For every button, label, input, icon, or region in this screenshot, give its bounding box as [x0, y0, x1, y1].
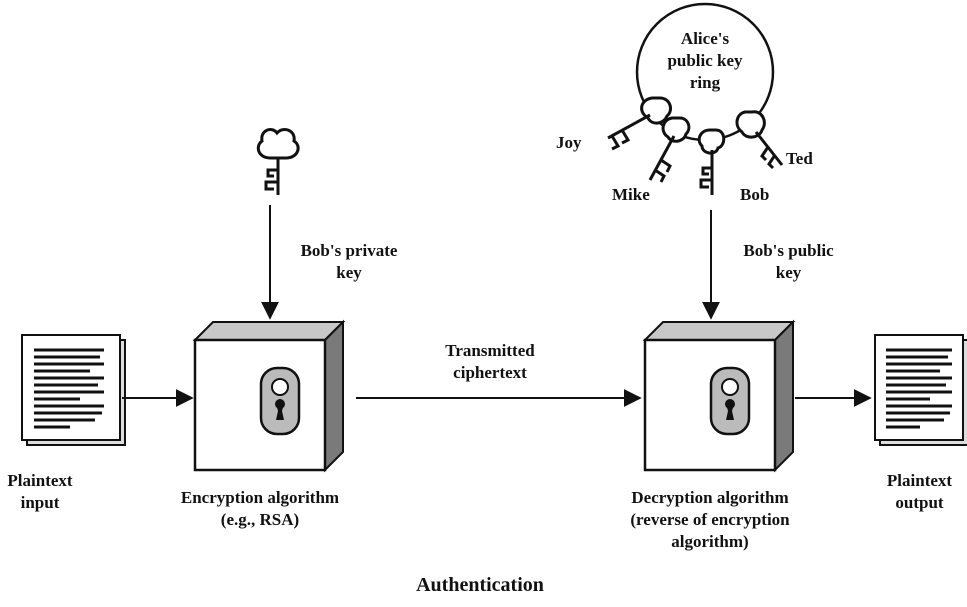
plaintext-output-line-2: output [895, 493, 944, 512]
joy-key-icon [607, 96, 672, 151]
private-key-label: Bob's private key [279, 240, 419, 284]
encryption-line-2: (e.g., RSA) [220, 510, 300, 529]
decryption-lock-icon [709, 366, 751, 436]
private-key-line-1: Bob's private [300, 241, 398, 260]
decryption-line-1: Decryption algorithm [631, 488, 789, 507]
diagram-title: Authentication [416, 574, 544, 596]
key-ring-line-1: Alice's [680, 29, 730, 48]
plaintext-input-line-2: input [20, 493, 60, 512]
encryption-lock-icon [259, 366, 301, 436]
encryption-algorithm-label: Encryption algorithm (e.g., RSA) [140, 487, 380, 531]
key-ring-line-2: public key [667, 51, 743, 70]
transmitted-ciphertext-label: Transmitted ciphertext [410, 340, 570, 384]
private-key-line-2: key [336, 263, 362, 282]
plaintext-input-document-icon [21, 334, 126, 446]
key-ring-line-3: ring [689, 73, 721, 92]
ciphertext-line-2: ciphertext [453, 363, 527, 382]
encryption-line-1: Encryption algorithm [180, 488, 340, 507]
mike-key-icon [648, 116, 691, 183]
ted-key-icon [735, 110, 784, 170]
private-key-icon [256, 128, 300, 195]
plaintext-input-label: Plaintext input [0, 470, 80, 514]
key-label-ted: Ted [786, 149, 813, 168]
ciphertext-line-1: Transmitted [445, 341, 535, 360]
plaintext-output-document-icon [874, 334, 967, 446]
key-ring-label: Alice's public key ring [645, 28, 765, 94]
plaintext-output-label: Plaintext output [872, 470, 967, 514]
public-key-line-2: key [775, 263, 802, 282]
key-label-bob: Bob [740, 185, 770, 204]
decryption-algorithm-label: Decryption algorithm (reverse of encrypt… [590, 487, 830, 553]
key-label-mike: Mike [612, 185, 650, 204]
bob-key-icon [697, 128, 726, 195]
plaintext-output-line-1: Plaintext [886, 471, 953, 490]
decryption-line-2: (reverse of encryption [630, 510, 790, 529]
public-key-label: Bob's public key [721, 240, 856, 284]
public-key-line-1: Bob's public [743, 241, 834, 260]
key-label-joy: Joy [556, 133, 582, 152]
plaintext-input-line-1: Plaintext [7, 471, 73, 490]
decryption-line-3: algorithm) [671, 532, 749, 551]
